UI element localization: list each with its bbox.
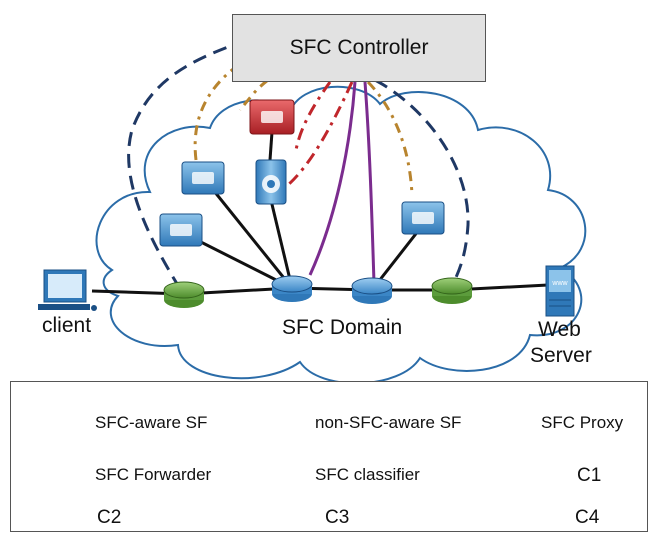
client-label: client: [42, 314, 92, 337]
sfc-proxy-icon: [255, 159, 287, 205]
sfc-controller-label: SFC Controller: [289, 36, 429, 59]
c2-path-b: [363, 81, 376, 284]
legend-sfc-forwarder-label: SFC Forwarder: [95, 465, 212, 484]
legend-sfc-aware-sf-label: SFC-aware SF: [95, 413, 208, 432]
legend-c3-label: C3: [325, 507, 350, 528]
sfc-domain-label: SFC Domain: [282, 316, 403, 339]
c4-path-a: [294, 81, 332, 151]
sfc-domain-cloud: [95, 85, 587, 385]
web-server-label-line2: Server: [530, 344, 592, 367]
sfc-classifier-icon: [163, 281, 205, 308]
svg-text:www: www: [551, 280, 568, 287]
sfc-classifier-icon: [431, 277, 473, 304]
legend-c1-label: C1: [577, 465, 602, 486]
sfc-aware-sf-icon: [181, 161, 225, 195]
client-computer-icon: [38, 269, 97, 311]
c3-path-top: [238, 78, 269, 111]
c2-path-a: [308, 81, 357, 276]
c3-path-right: [366, 80, 414, 196]
sfc-controller-box: SFC Controller: [232, 14, 486, 82]
sfc-forwarder-icon: [351, 277, 393, 304]
legend-c4-label: C4: [575, 507, 600, 528]
c1-path-left: [127, 38, 248, 293]
c1-path-right: [374, 78, 470, 291]
sfc-aware-sf-icon: [401, 201, 445, 235]
web-server-icon: www: [545, 265, 575, 317]
sfc-forwarder-icon: [271, 275, 313, 302]
sfc-aware-sf-icon: [159, 213, 203, 247]
legend-sfc-proxy-label: SFC Proxy: [541, 413, 624, 432]
legend-c2-label: C2: [97, 507, 122, 528]
legend-box: SFC-aware SF non-SFC-aware SF SFC Proxy …: [10, 381, 648, 532]
web-server-label-line1: Web: [538, 318, 581, 341]
legend-sfc-classifier-label: SFC classifier: [315, 465, 420, 484]
legend-non-sfc-aware-sf-label: non-SFC-aware SF: [315, 413, 462, 432]
non-sfc-aware-sf-icon: [249, 99, 295, 135]
c4-path-b: [286, 81, 354, 187]
